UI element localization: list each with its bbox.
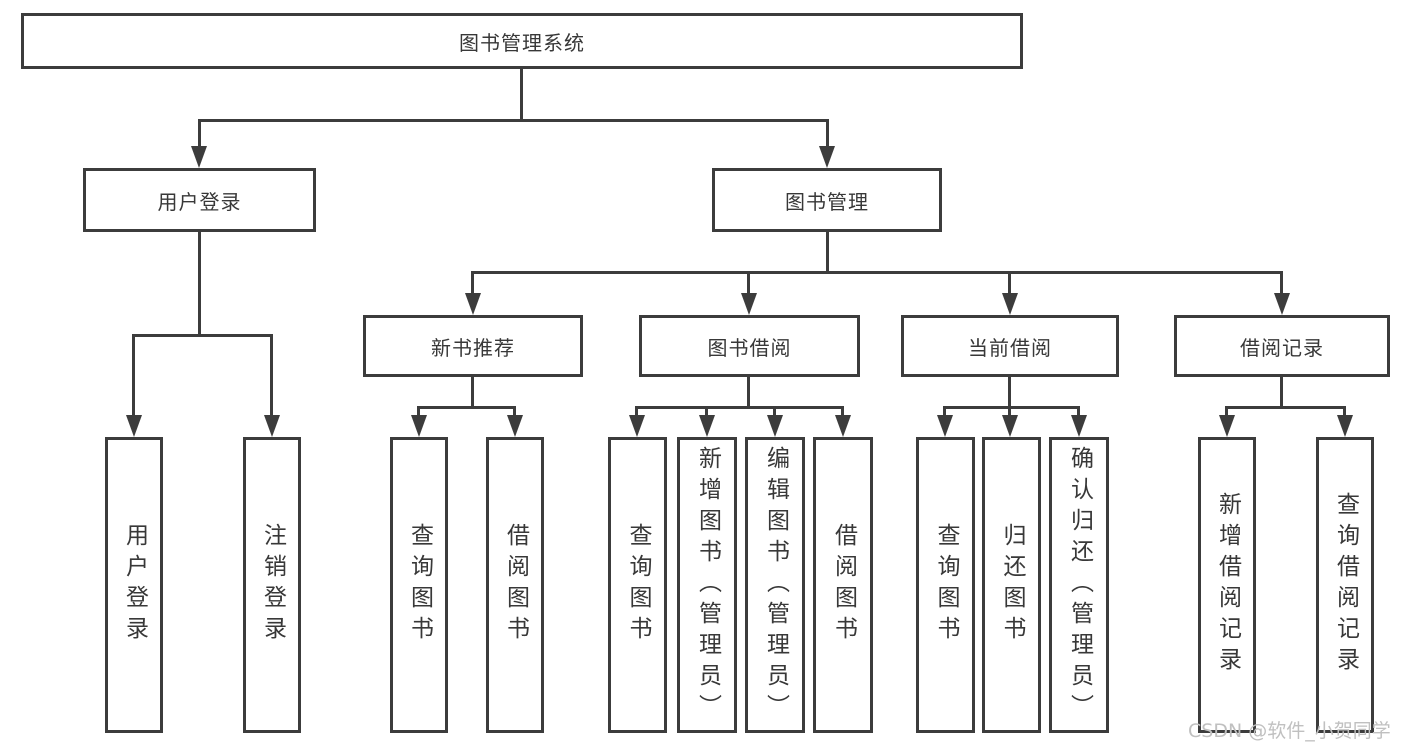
node-add-books-admin: 新增图书（管理员） bbox=[677, 437, 737, 733]
connector-line bbox=[1280, 377, 1283, 408]
arrowhead-down-icon bbox=[1337, 415, 1353, 437]
node-logout-action: 注销登录 bbox=[243, 437, 301, 733]
connector-line bbox=[635, 406, 638, 420]
arrowhead-down-icon bbox=[411, 415, 427, 437]
arrowhead-down-icon bbox=[835, 415, 851, 437]
connector-line bbox=[747, 377, 750, 408]
arrowhead-down-icon bbox=[629, 415, 645, 437]
node-query-books-current: 查询图书 bbox=[916, 437, 975, 733]
node-label: 查询图书 bbox=[933, 523, 959, 647]
node-book-borrowing: 图书借阅 bbox=[639, 315, 860, 377]
connector-line bbox=[943, 406, 946, 420]
node-label: 归还图书 bbox=[999, 523, 1025, 647]
connector-line bbox=[471, 271, 474, 297]
node-confirm-return-admin: 确认归还（管理员） bbox=[1049, 437, 1109, 733]
connector-line bbox=[635, 406, 844, 409]
arrowhead-down-icon bbox=[767, 415, 783, 437]
arrowhead-down-icon bbox=[1219, 415, 1235, 437]
node-borrow-books: 借阅图书 bbox=[813, 437, 873, 733]
connector-line bbox=[471, 377, 474, 408]
node-query-books-borrowing: 查询图书 bbox=[608, 437, 667, 733]
arrowhead-down-icon bbox=[699, 415, 715, 437]
arrowhead-down-icon bbox=[1274, 293, 1290, 315]
node-edit-books-admin: 编辑图书（管理员） bbox=[745, 437, 805, 733]
arrowhead-down-icon bbox=[937, 415, 953, 437]
node-label: 借阅图书 bbox=[502, 523, 529, 647]
connector-line bbox=[826, 232, 829, 273]
connector-line bbox=[705, 406, 708, 420]
arrowhead-down-icon bbox=[1071, 415, 1087, 437]
node-label: 查询图书 bbox=[406, 523, 433, 647]
node-label: 查询借阅记录 bbox=[1332, 492, 1359, 678]
connector-line bbox=[1077, 406, 1080, 420]
watermark: CSDN @软件_小贺同学 bbox=[1188, 720, 1391, 742]
arrowhead-down-icon bbox=[264, 415, 280, 437]
node-label: 注销登录 bbox=[259, 523, 286, 647]
node-query-books-recommend: 查询图书 bbox=[390, 437, 448, 733]
node-query-borrow-record: 查询借阅记录 bbox=[1316, 437, 1374, 733]
connector-line bbox=[841, 406, 844, 420]
node-label: 用户登录 bbox=[121, 523, 148, 647]
node-borrowing-records: 借阅记录 bbox=[1174, 315, 1390, 377]
node-label: 查询图书 bbox=[625, 523, 651, 647]
connector-line bbox=[943, 406, 1080, 409]
arrowhead-down-icon bbox=[819, 146, 835, 168]
connector-line bbox=[826, 119, 829, 150]
connector-line bbox=[1225, 406, 1346, 409]
connector-line bbox=[520, 69, 523, 122]
connector-line bbox=[1280, 271, 1283, 297]
node-current-borrowing: 当前借阅 bbox=[901, 315, 1119, 377]
arrowhead-down-icon bbox=[126, 415, 142, 437]
connector-line bbox=[417, 406, 420, 420]
connector-line bbox=[471, 271, 1283, 274]
connector-line bbox=[132, 334, 135, 419]
node-user-login: 用户登录 bbox=[83, 168, 316, 232]
node-label: 编辑图书（管理员） bbox=[762, 445, 789, 725]
node-label: 确认归还（管理员） bbox=[1066, 445, 1093, 725]
node-label: 借阅图书 bbox=[830, 523, 857, 647]
node-user-login-action: 用户登录 bbox=[105, 437, 163, 733]
connector-line bbox=[513, 406, 516, 420]
node-label: 新增图书（管理员） bbox=[694, 445, 721, 725]
arrowhead-down-icon bbox=[191, 146, 207, 168]
connector-line bbox=[747, 271, 750, 297]
connector-line bbox=[198, 232, 201, 336]
connector-line bbox=[1008, 271, 1011, 297]
arrowhead-down-icon bbox=[1002, 415, 1018, 437]
connector-line bbox=[1225, 406, 1228, 420]
arrowhead-down-icon bbox=[1002, 293, 1018, 315]
arrowhead-down-icon bbox=[465, 293, 481, 315]
node-label: 新增借阅记录 bbox=[1214, 492, 1241, 678]
arrowhead-down-icon bbox=[507, 415, 523, 437]
node-library-management-system: 图书管理系统 bbox=[21, 13, 1023, 69]
connector-line bbox=[132, 334, 273, 337]
connector-line bbox=[198, 119, 201, 150]
connector-line bbox=[198, 119, 829, 122]
connector-line bbox=[1008, 377, 1011, 419]
arrowhead-down-icon bbox=[741, 293, 757, 315]
node-add-borrow-record: 新增借阅记录 bbox=[1198, 437, 1256, 733]
node-borrow-books-recommend: 借阅图书 bbox=[486, 437, 544, 733]
connector-line bbox=[1343, 406, 1346, 420]
connector-line bbox=[417, 406, 516, 409]
node-new-book-recommendation: 新书推荐 bbox=[363, 315, 583, 377]
node-return-books: 归还图书 bbox=[982, 437, 1041, 733]
connector-line bbox=[270, 334, 273, 419]
connector-line bbox=[773, 406, 776, 420]
node-book-management: 图书管理 bbox=[712, 168, 942, 232]
